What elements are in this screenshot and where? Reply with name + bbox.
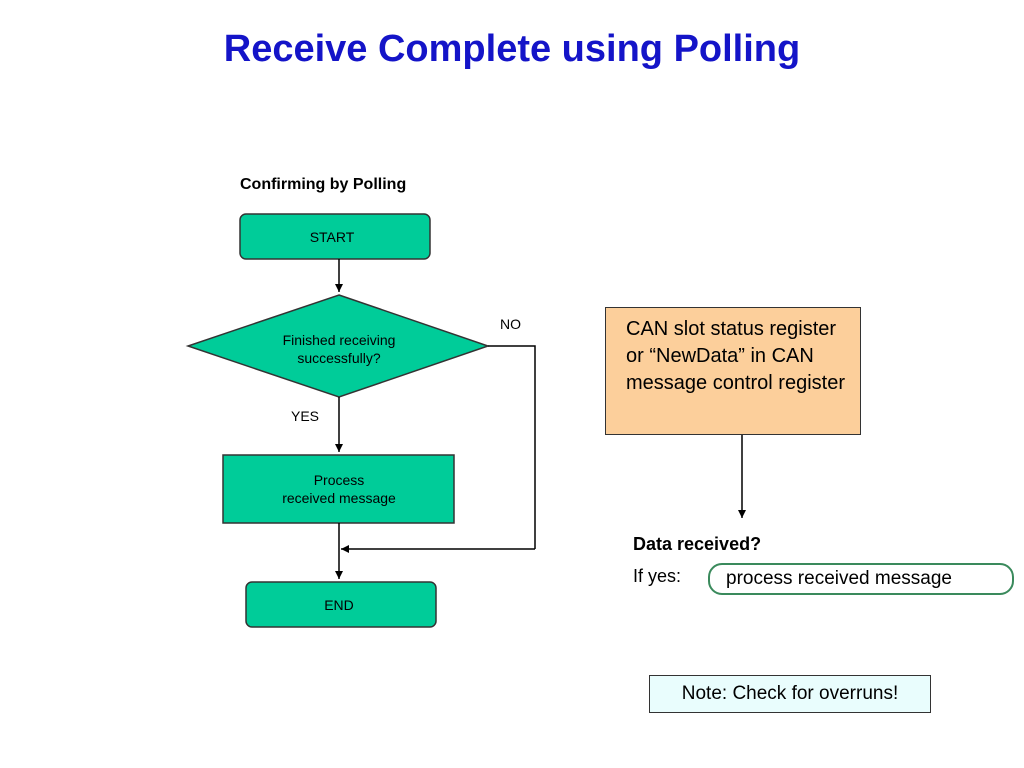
status-register-box: CAN slot status register or “NewData” in… — [605, 307, 861, 435]
if-yes-label: If yes: — [633, 566, 682, 586]
overrun-note: Note: Check for overruns! — [649, 675, 931, 713]
no-branch-line — [488, 345, 536, 549]
decision-label-line2: successfully? — [297, 350, 380, 366]
decision-node: Finished receiving successfully? — [185, 294, 491, 398]
no-label: NO — [500, 316, 521, 332]
diagram-title: Confirming by Polling — [240, 176, 407, 193]
process-label-line2: received message — [282, 490, 396, 506]
data-received-question: Data received? — [633, 534, 762, 554]
decision-label-line1: Finished receiving — [283, 332, 396, 348]
end-node: END — [245, 581, 437, 628]
slide-title: Receive Complete using Polling — [223, 28, 801, 70]
process-label-line1: Process — [314, 472, 365, 488]
start-label: START — [310, 229, 355, 245]
start-node: START — [239, 213, 431, 260]
process-node: Process received message — [222, 454, 455, 524]
end-label: END — [324, 597, 354, 613]
yes-label: YES — [291, 408, 319, 424]
process-message-pill: process received message — [708, 563, 1014, 595]
